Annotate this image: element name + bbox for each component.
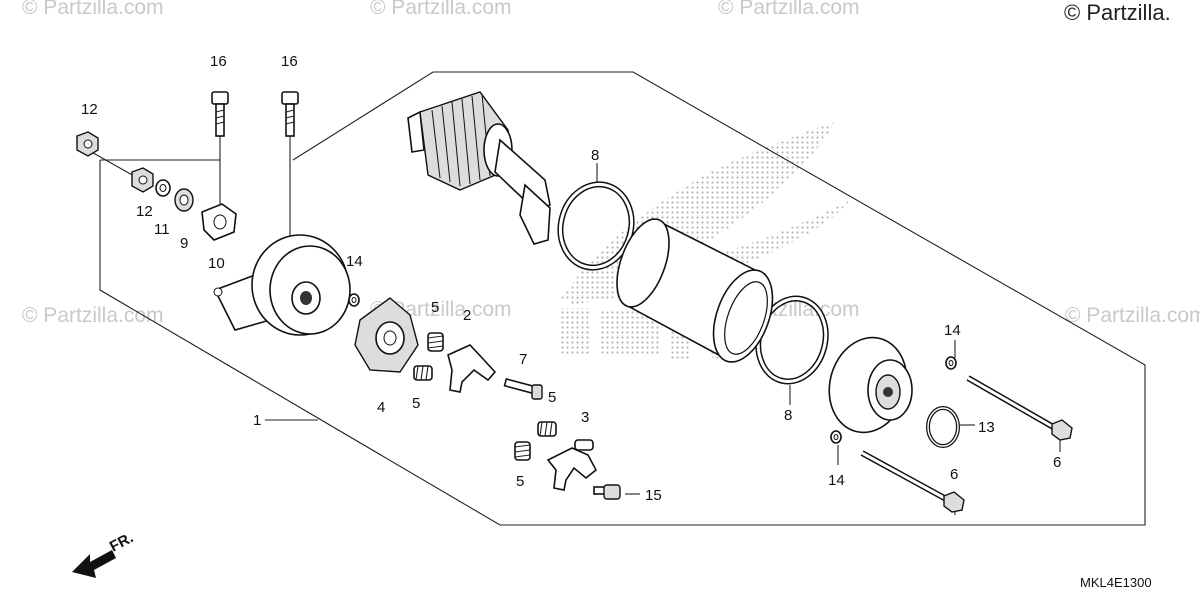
brush-3 [546,439,598,491]
brush-spring-5-a [427,332,444,352]
callout-16-left: 16 [210,53,227,70]
callout-6-upper: 6 [1053,454,1061,471]
assembly-outline [99,71,1146,526]
callout-5-a: 5 [431,299,439,316]
washer-14-right-top [945,356,957,370]
through-bolt-6-upper [966,375,1073,441]
brush-end-cover [213,234,351,336]
nut-12-outer [76,131,99,157]
brush-spring-5-c [537,421,557,437]
callout-4: 4 [377,399,385,416]
brush-spring-5-d [514,441,531,461]
washer-14-left [348,293,360,307]
watermark: © Partzilla.com [22,0,164,19]
callout-6-lower: 6 [950,466,958,483]
bolt-16-left [211,91,229,137]
callout-5-c: 5 [548,389,556,406]
brush-holder-4 [354,297,419,373]
callout-14-right-top: 14 [944,322,961,339]
screw-15 [593,484,621,500]
terminal-10 [201,203,237,241]
washer-11 [155,179,171,197]
callout-5-b: 5 [412,395,420,412]
front-direction-arrow: FR. [72,529,136,578]
callout-12-outer: 12 [81,101,98,118]
callout-14-left: 14 [346,253,363,270]
callout-labels: 12 16 16 12 11 9 10 14 5 2 7 5 4 5 3 5 1… [81,53,1061,504]
callout-13: 13 [978,419,995,436]
callout-10: 10 [208,255,225,272]
brush-2 [447,344,497,393]
callout-8-right: 8 [784,407,792,424]
callout-15: 15 [645,487,662,504]
front-bracket [828,336,913,434]
o-ring-8-left [557,181,635,271]
watermark: © Partzilla.com [22,304,164,327]
callout-2: 2 [463,307,471,324]
armature [407,91,551,245]
brush-spring-5-b [413,365,433,381]
watermark: © Partzilla.com [370,0,512,19]
through-bolt-6-lower [860,450,965,513]
callout-14-right-bottom: 14 [828,472,845,489]
callout-8-left: 8 [591,147,599,164]
nut-12-inner [131,167,154,193]
callout-16-right: 16 [281,53,298,70]
watermark: © Partzilla.com [1065,304,1200,327]
o-ring-13 [926,406,960,448]
terminal-bolt-7 [503,377,543,400]
motor-case-yoke [616,218,774,363]
callout-11: 11 [154,221,170,238]
callout-3: 3 [581,409,589,426]
callout-12-inner: 12 [136,203,153,220]
bolt-16-right [281,91,299,137]
washer-14-right-bottom [830,430,842,444]
callout-9: 9 [180,235,188,252]
callout-5-d: 5 [516,473,524,490]
callout-1: 1 [253,412,261,429]
watermark: © Partzilla.com [718,0,860,19]
callout-7: 7 [519,351,527,368]
corner-watermark: © Partzilla. [1064,0,1171,25]
insulator-9 [174,188,194,212]
diagram-code: MKL4E1300 [1080,575,1152,590]
